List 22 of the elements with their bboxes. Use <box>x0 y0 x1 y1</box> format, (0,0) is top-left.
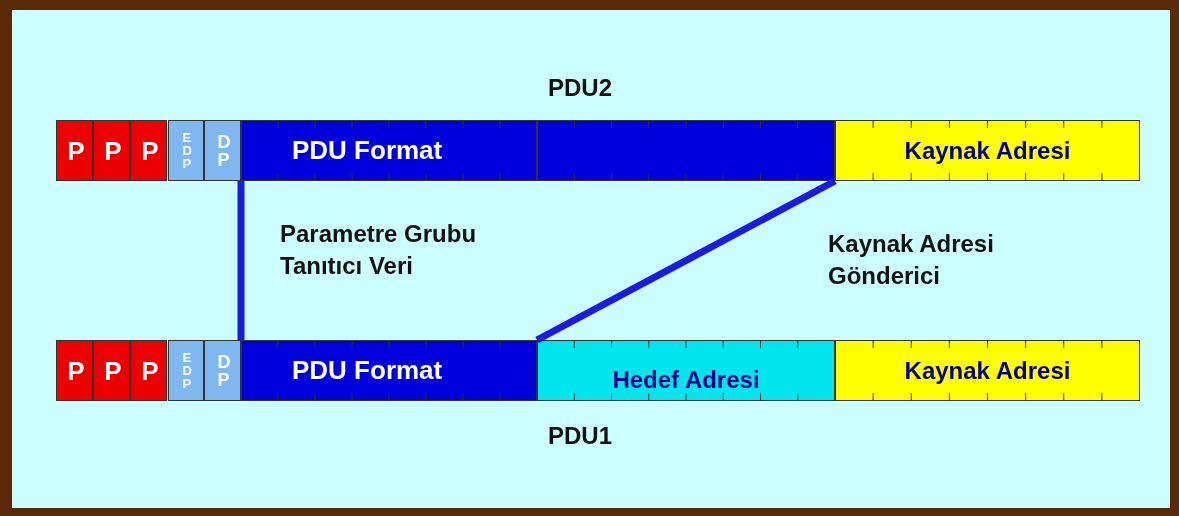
group-label: Kaynak Adresi Gönderici <box>828 229 995 292</box>
connector-line <box>535 177 837 344</box>
field-cell <box>537 120 835 181</box>
field-cell: P <box>130 340 167 401</box>
connector-line <box>237 181 245 340</box>
field-cell: Hedef Adresi <box>537 340 835 401</box>
field-cell: Kaynak Adresi <box>835 120 1140 181</box>
field-cell: P <box>93 120 130 181</box>
field-cell: P <box>56 340 93 401</box>
row-title: PDU2 <box>548 73 613 103</box>
field-cell: D P <box>204 120 241 181</box>
field-cell: P <box>130 120 167 181</box>
field-cell: P <box>93 340 130 401</box>
field-cell: P <box>56 120 93 181</box>
group-label: Parametre Grubu Tanıtıcı Veri <box>280 219 478 282</box>
field-cell: E D P <box>168 340 204 401</box>
field-cell: PDU Format <box>241 120 537 181</box>
field-cell: Kaynak Adresi <box>835 340 1140 401</box>
row-title: PDU1 <box>548 421 613 451</box>
field-cell: E D P <box>168 120 204 181</box>
field-cell: PDU Format <box>241 340 537 401</box>
field-cell: D P <box>204 340 241 401</box>
